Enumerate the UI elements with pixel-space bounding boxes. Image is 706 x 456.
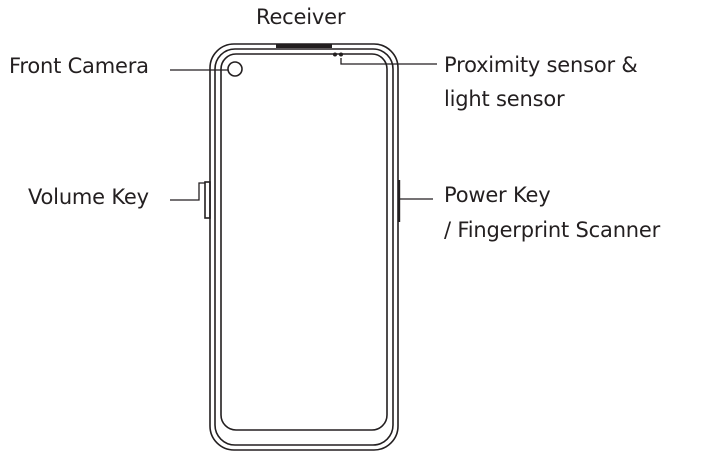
volume-key-leader [170,182,205,201]
power-key-label-line2: / Fingerprint Scanner [444,218,661,242]
proximity-sensor-icon [333,52,343,57]
proximity-sensor-label-line1: Proximity sensor & [444,53,638,77]
power-key-label-line1: Power Key [444,183,551,207]
front-camera-icon [227,61,243,77]
volume-key-label: Volume Key [28,185,149,209]
phone-outer-frame [209,43,399,451]
phone-inner-frame [214,48,394,446]
receiver-label: Receiver [256,5,346,29]
front-camera-label: Front Camera [9,54,149,78]
receiver-slot [276,44,332,48]
phone-screen [220,53,388,431]
volume-key [204,181,211,219]
proximity-leader [340,58,437,65]
proximity-sensor-label-line2: light sensor [444,87,565,111]
